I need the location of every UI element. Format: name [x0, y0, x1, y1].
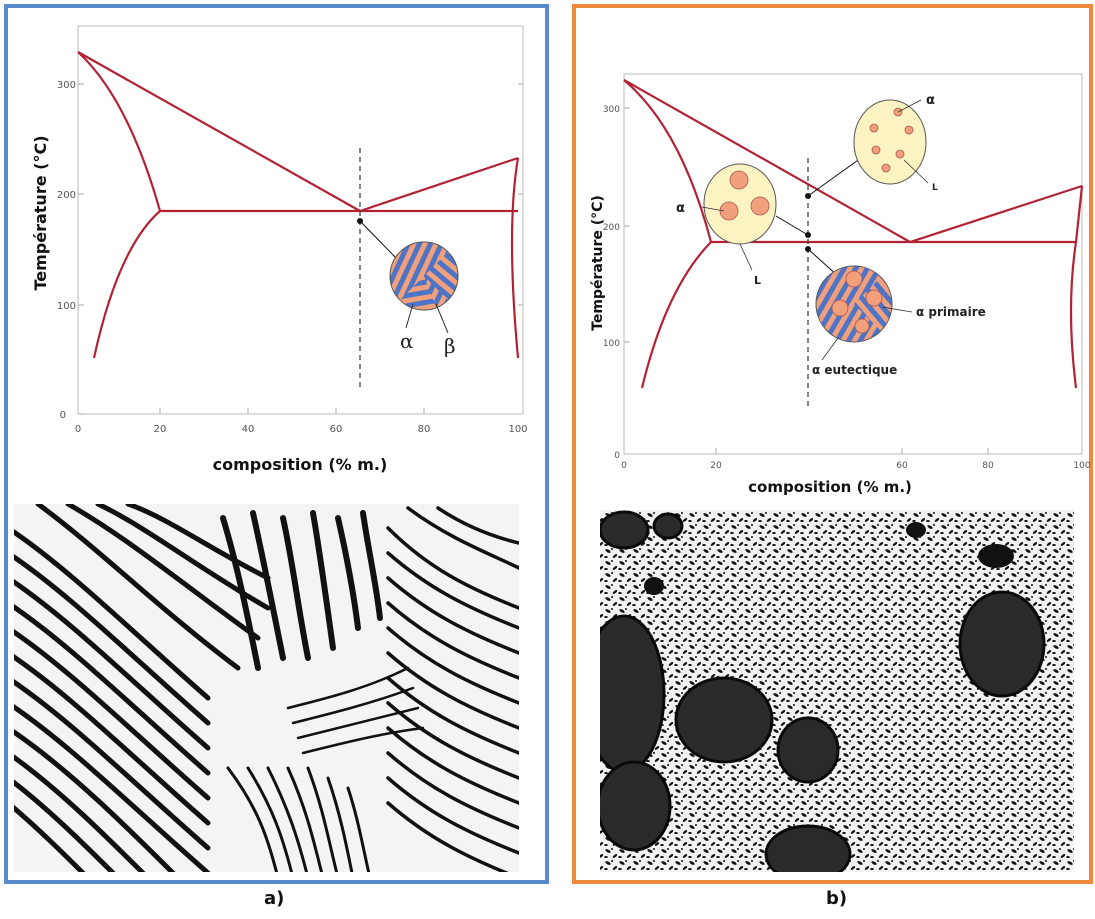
y-axis-label-a: Température (°C) [31, 135, 50, 290]
xtick: 100 [1073, 461, 1090, 471]
plot-frame-a [77, 25, 524, 415]
ytick: 300 [57, 80, 76, 91]
xtick: 0 [75, 424, 81, 435]
panel-a: α β 0 100 200 300 0 20 40 60 80 100 Temp… [4, 4, 549, 884]
liquid-with-alpha-icon [853, 99, 927, 185]
alpha-label-a: α [400, 329, 414, 353]
xtick: 80 [418, 424, 431, 435]
x-axis-label-a: composition (% m.) [213, 455, 388, 474]
x-axis-label-b: composition (% m.) [748, 478, 912, 496]
ytick: 0 [614, 451, 620, 461]
alpha-primary-label: α primaire [916, 305, 986, 319]
ytick: 200 [57, 190, 76, 201]
liquid-label-left: L [754, 274, 761, 287]
xtick: 20 [710, 461, 722, 471]
alpha-label-left: α [676, 201, 685, 216]
liquid-label-top: L [932, 183, 938, 193]
ytick: 300 [603, 105, 620, 115]
ytick: 100 [57, 301, 76, 312]
alpha-label-top: α [926, 93, 935, 108]
caption-b: b) [826, 888, 848, 909]
caption-a: a) [264, 888, 285, 909]
plot-frame-b [623, 73, 1083, 455]
xtick: 40 [242, 424, 255, 435]
ytick: 100 [603, 339, 620, 349]
micrograph-b [600, 510, 1074, 872]
xtick: 60 [896, 461, 908, 471]
phase-diagram-a: α β 0 100 200 300 0 20 40 60 80 100 Temp… [31, 25, 528, 474]
phase-lines-b [623, 79, 1084, 389]
phase-diagram-b: α L α L α primaire α eutectique 0 100 20… [590, 73, 1091, 496]
ytick: 200 [603, 223, 620, 233]
xtick: 60 [330, 424, 343, 435]
xtick: 100 [508, 424, 527, 435]
panel-b: α L α L α primaire α eutectique 0 100 20… [572, 4, 1093, 884]
alpha-eutectic-label: α eutectique [812, 363, 897, 377]
xtick: 80 [982, 461, 994, 471]
ytick: 0 [60, 410, 66, 421]
xtick: 20 [154, 424, 167, 435]
beta-label-a: β [444, 334, 456, 358]
y-axis-label-b: Température (°C) [590, 195, 606, 331]
micrograph-a [14, 504, 519, 872]
xtick: 0 [621, 461, 627, 471]
